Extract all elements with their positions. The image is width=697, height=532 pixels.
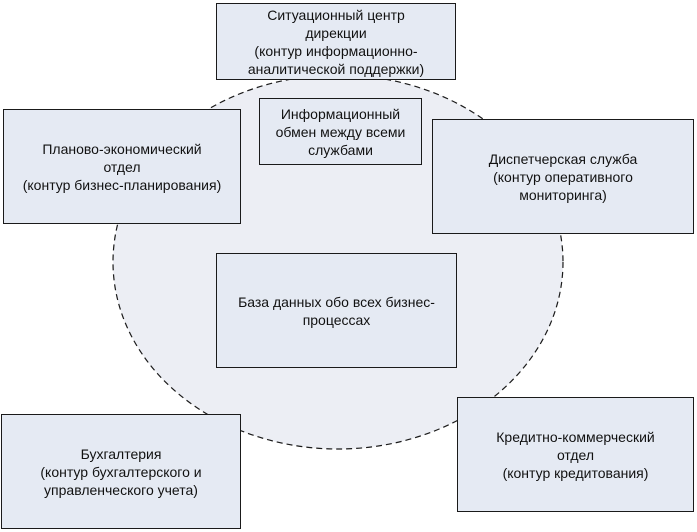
information-exchange-label: Информационный обмен между всеми службам… — [275, 105, 406, 158]
business-process-database-label: База данных обо всех бизнес- процессах — [238, 293, 435, 328]
situation-center-box: Ситуационный центр дирекции (контур инфо… — [216, 3, 456, 80]
situation-center-label: Ситуационный центр дирекции (контур инфо… — [247, 6, 425, 77]
accounting-box: Бухгалтерия (контур бухгалтерского и упр… — [1, 414, 241, 529]
dispatch-service-label: Диспетчерская служба (контур оперативног… — [488, 150, 638, 203]
dispatch-service-box: Диспетчерская служба (контур оперативног… — [432, 119, 694, 234]
business-process-database-box: База данных обо всех бизнес- процессах — [216, 253, 457, 368]
planning-department-label: Планово-экономический отдел (контур бизн… — [22, 140, 222, 193]
credit-commercial-label: Кредитно-коммерческий отдел (контур кред… — [496, 428, 655, 481]
planning-department-box: Планово-экономический отдел (контур бизн… — [3, 109, 241, 224]
information-exchange-box: Информационный обмен между всеми службам… — [259, 98, 422, 165]
accounting-label: Бухгалтерия (контур бухгалтерского и упр… — [40, 445, 202, 498]
credit-commercial-box: Кредитно-коммерческий отдел (контур кред… — [457, 397, 694, 512]
